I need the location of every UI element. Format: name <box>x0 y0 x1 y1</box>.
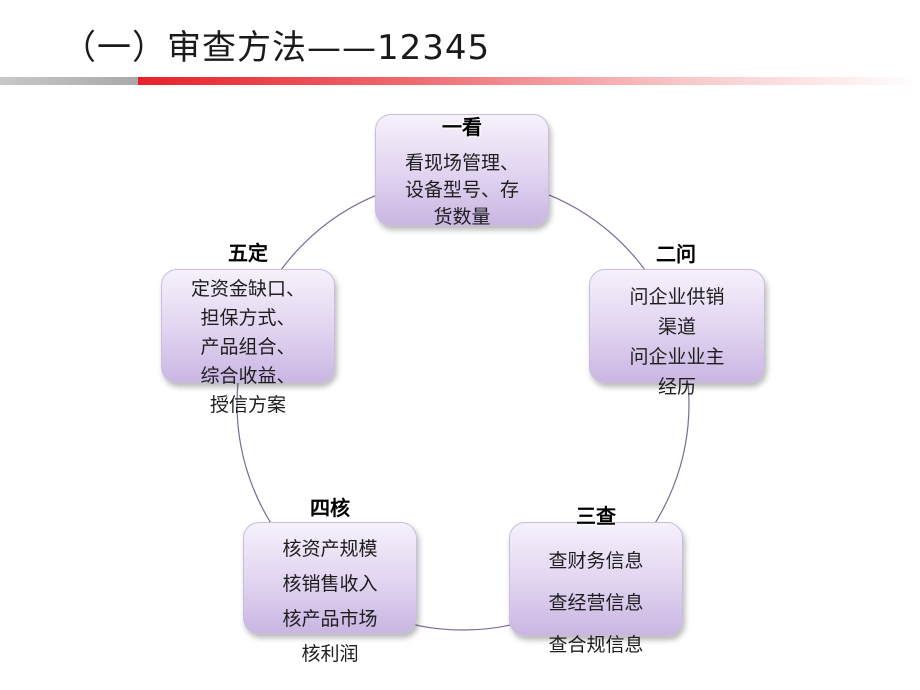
node-label-look: 一看 <box>442 115 482 139</box>
node-label-verify: 四核 <box>310 496 350 520</box>
title-underline-grey <box>0 77 138 85</box>
node-label-check: 三查 <box>576 504 616 528</box>
node-text-decide: 定资金缺口、 担保方式、 产品组合、 综合收益、 授信方案 <box>190 278 305 416</box>
node-text-look: 看现场管理、 设备型号、存 货数量 <box>404 152 519 228</box>
node-text-check: 查财务信息 查经营信息 查合规信息 <box>548 550 644 656</box>
page-title: （一）审查方法——12345 <box>62 28 491 68</box>
cycle-node-check <box>509 522 683 636</box>
node-label-ask: 二问 <box>656 242 696 266</box>
node-text-verify: 核资产规模 核销售收入 核产品市场 核利润 <box>282 538 378 665</box>
cycle-node-verify <box>243 522 417 634</box>
cycle-node-decide <box>161 269 335 383</box>
cycle-node-ask <box>589 269 765 383</box>
node-label-decide: 五定 <box>228 241 268 265</box>
title-underline-red <box>138 77 920 85</box>
node-text-ask: 问企业供销 渠道 问企业业主 经历 <box>629 286 725 398</box>
cycle-node-look <box>375 114 549 226</box>
